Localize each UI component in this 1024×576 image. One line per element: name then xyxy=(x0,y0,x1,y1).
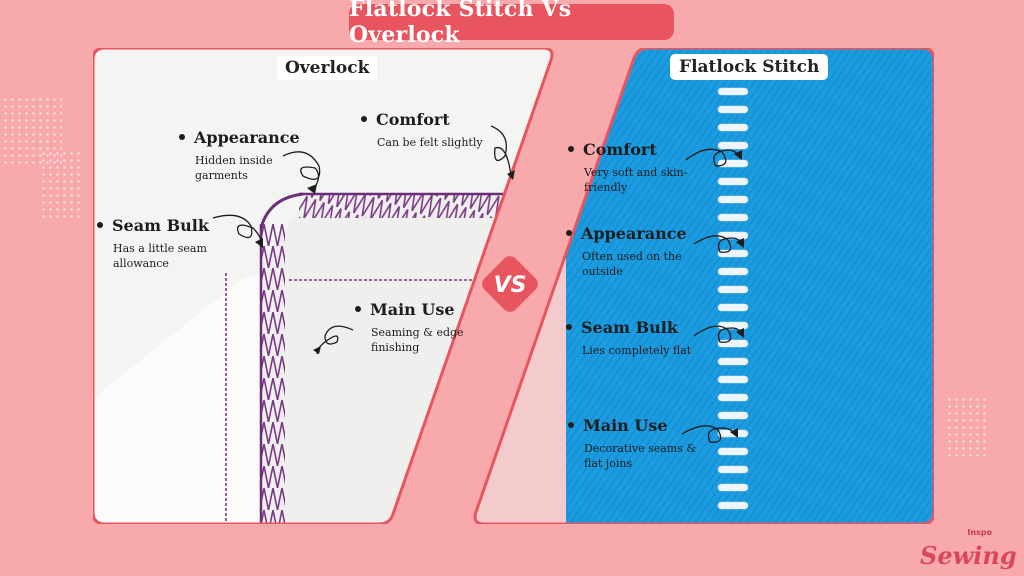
flatlock-main-use: Main Use Decorative seams &flat joins xyxy=(568,416,696,471)
logo-main-text: Sewing xyxy=(920,541,1017,570)
flatlock-stitch xyxy=(717,375,749,384)
flatlock-comfort: Comfort Very soft and skin-friendly xyxy=(568,140,687,195)
flatlock-seam-bulk-text: Lies completely flat xyxy=(582,344,692,357)
sewing-inspo-logo: Inspo Sewing xyxy=(920,528,1017,570)
overlock-main-use-heading: Main Use xyxy=(355,300,464,319)
flatlock-seam-bulk: Seam Bulk Lies completely flat xyxy=(566,318,691,358)
bullet-icon xyxy=(97,221,103,228)
flatlock-stitch xyxy=(717,87,749,96)
flatlock-stitch xyxy=(717,303,749,312)
overlock-comfort-heading: Comfort xyxy=(361,110,483,129)
flatlock-stitch xyxy=(717,465,749,474)
page-title: Flatlock Stitch Vs Overlock xyxy=(349,0,674,48)
flatlock-stitch xyxy=(717,357,749,366)
bullet-icon xyxy=(566,323,572,330)
bullet-icon xyxy=(361,115,367,122)
flatlock-comfort-text: Very soft and skin-friendly xyxy=(584,166,688,194)
vs-badge-text: VS xyxy=(494,273,527,298)
flatlock-stitch xyxy=(717,285,749,294)
flatlock-stitch xyxy=(717,123,749,132)
bullet-icon xyxy=(568,421,574,428)
bullet-icon xyxy=(568,145,574,152)
bullet-icon xyxy=(566,229,572,236)
flatlock-stitch xyxy=(717,177,749,186)
flatlock-stitch xyxy=(717,339,749,348)
logo-small-text: Inspo xyxy=(967,528,992,537)
flatlock-stitch xyxy=(717,195,749,204)
flatlock-stitch xyxy=(717,321,749,330)
overlock-seam-bulk-heading: Seam Bulk xyxy=(97,216,209,235)
flatlock-main-use-text: Decorative seams &flat joins xyxy=(584,442,697,470)
flatlock-stitch xyxy=(717,267,749,276)
flatlock-title: Flatlock Stitch xyxy=(670,54,829,80)
flatlock-stitch xyxy=(717,105,749,114)
flatlock-stitch xyxy=(717,501,749,510)
flatlock-stitch xyxy=(717,411,749,420)
flatlock-stitch xyxy=(717,393,749,402)
overlock-appearance-heading: Appearance xyxy=(179,128,300,147)
flatlock-stitch xyxy=(717,483,749,492)
bullet-icon xyxy=(179,133,185,140)
flatlock-panel: Flatlock Stitch Comfort Very soft and sk… xyxy=(470,48,934,524)
flatlock-appearance-heading: Appearance xyxy=(566,224,687,243)
dot-pattern-right xyxy=(946,396,986,456)
flatlock-stitch xyxy=(717,249,749,258)
flatlock-main-use-heading: Main Use xyxy=(568,416,696,435)
flatlock-fabric-illustration xyxy=(473,48,934,524)
flatlock-stitch xyxy=(717,447,749,456)
overlock-title: Overlock xyxy=(277,56,378,80)
overlock-comfort: Comfort Can be felt slightly xyxy=(361,110,483,150)
overlock-comfort-text: Can be felt slightly xyxy=(377,136,483,149)
flatlock-stitch xyxy=(717,159,749,168)
dot-pattern-left-2 xyxy=(40,150,80,220)
flatlock-stitch xyxy=(717,141,749,150)
overlock-fabric-illustration xyxy=(93,48,554,524)
bullet-icon xyxy=(355,305,361,312)
vs-badge-icon: VS xyxy=(482,256,538,312)
flatlock-stitch xyxy=(717,213,749,222)
flatlock-comfort-heading: Comfort xyxy=(568,140,687,159)
flatlock-seam-bulk-heading: Seam Bulk xyxy=(566,318,691,337)
